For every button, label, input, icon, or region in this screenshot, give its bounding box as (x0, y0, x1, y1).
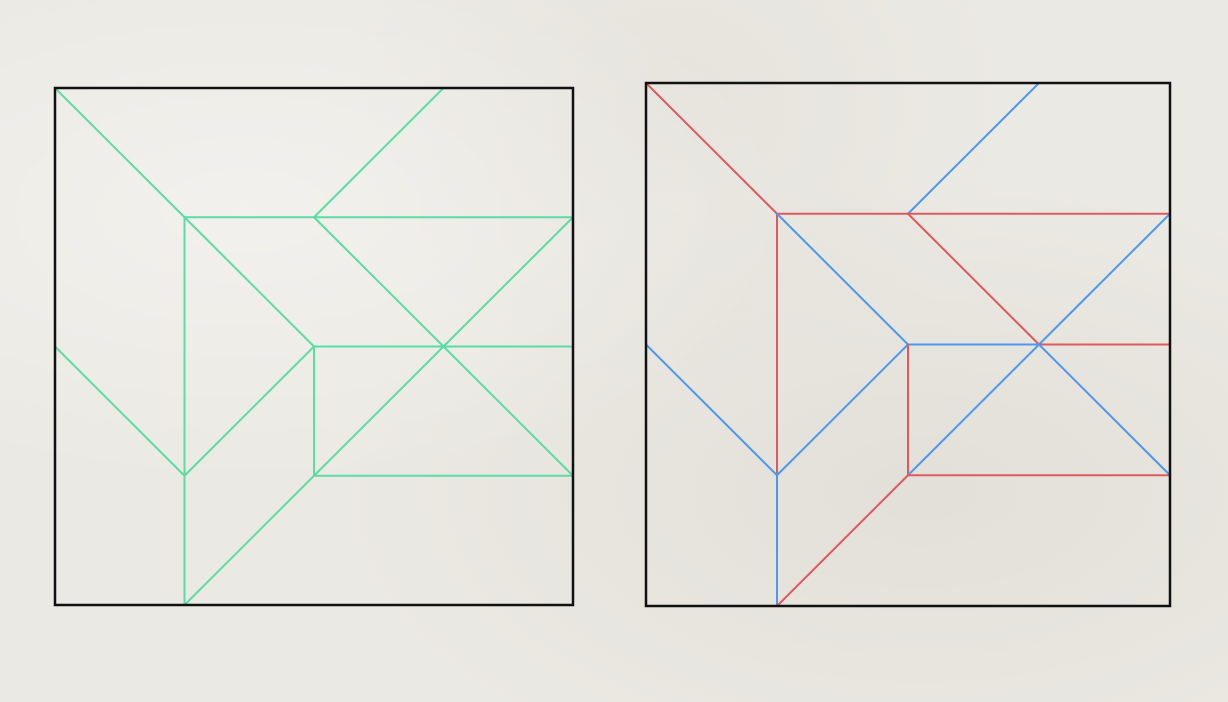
crease-line (442, 216, 574, 348)
mountain-line (776, 474, 909, 607)
valley-line (1038, 212, 1171, 346)
mountain-line (645, 82, 778, 215)
valley-line (907, 82, 1040, 215)
valley-line (907, 343, 1040, 477)
crease-line (442, 345, 574, 477)
crease-line (313, 87, 445, 219)
mountain-line (907, 212, 1040, 346)
valley-line (776, 343, 909, 477)
crease-line (183, 345, 315, 477)
crease-line (313, 216, 445, 348)
valley-line (645, 343, 778, 477)
valley-line (1038, 343, 1171, 477)
crease-line (54, 87, 186, 219)
crease-line (183, 474, 315, 606)
crease-line (183, 216, 315, 348)
crease-pattern-unassigned (53, 86, 575, 607)
crease-line (54, 345, 186, 477)
paper-border (53, 86, 575, 607)
paper-border (644, 81, 1172, 608)
crease-line (313, 345, 445, 477)
crease-pattern-assigned (644, 81, 1172, 608)
valley-line (776, 212, 909, 346)
